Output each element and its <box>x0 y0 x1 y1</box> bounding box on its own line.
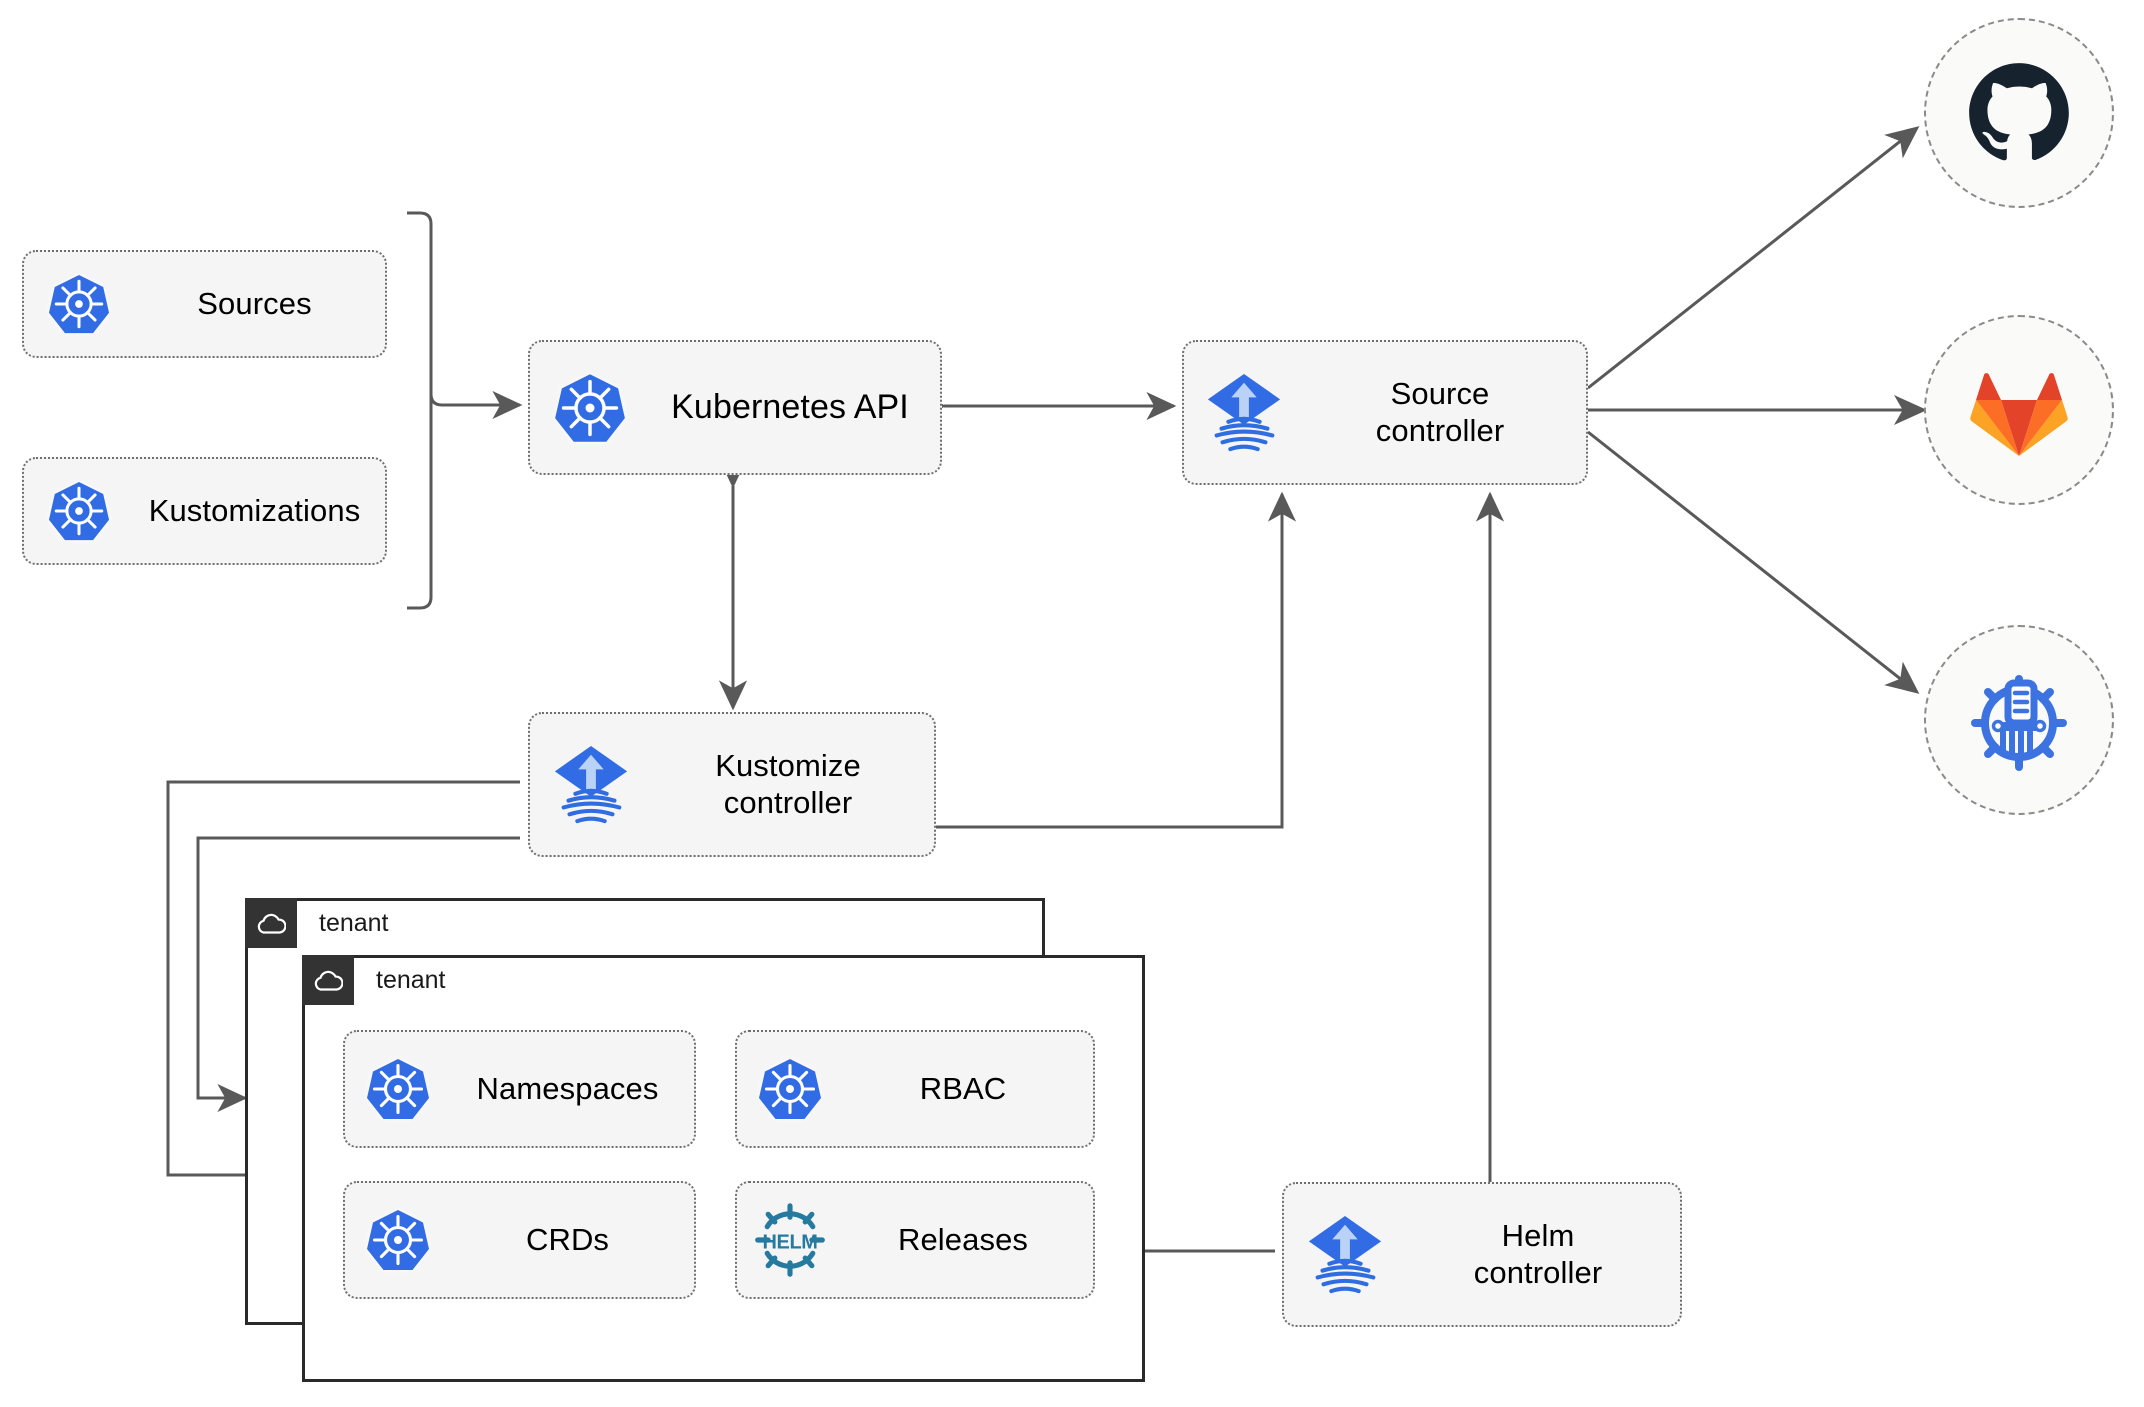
flux-icon <box>1284 1213 1406 1297</box>
node-kustomize-controller[interactable]: Kustomize controller <box>528 712 936 857</box>
node-kustomizations-label: Kustomizations <box>148 492 361 528</box>
line-source-to-helmrepo <box>1587 430 1920 694</box>
kubernetes-icon <box>737 1057 843 1121</box>
node-helm-controller[interactable]: Helm controller <box>1282 1182 1682 1327</box>
svg-text:HELM: HELM <box>763 1232 818 1254</box>
line-source-to-github <box>1587 126 1920 390</box>
external-source-gitlab[interactable] <box>1924 315 2114 505</box>
node-namespaces-label: Namespaces <box>476 1070 659 1106</box>
github-icon <box>1969 63 2069 161</box>
node-namespaces[interactable]: Namespaces <box>343 1030 696 1148</box>
line-kustomize-to-source <box>936 491 1297 829</box>
cloud-icon <box>302 955 354 1005</box>
node-sources[interactable]: Sources <box>22 250 387 358</box>
kubernetes-icon <box>24 273 134 335</box>
flux-icon <box>530 743 652 827</box>
node-source-controller-label: Source controller <box>1375 375 1505 448</box>
node-crds[interactable]: CRDs <box>343 1181 696 1299</box>
node-sources-label: Sources <box>197 285 312 321</box>
tenant-inner-header: tenant <box>302 955 446 1005</box>
helm-repository-icon <box>1971 675 2067 771</box>
kubernetes-icon <box>530 372 650 444</box>
node-source-controller[interactable]: Source controller <box>1182 340 1588 485</box>
flux-icon <box>1184 371 1304 455</box>
external-source-helm-repository[interactable] <box>1924 625 2114 815</box>
node-kubernetes-api-label: Kubernetes API <box>671 388 909 427</box>
tenant-container-inner[interactable]: tenant Namespaces <box>302 955 1145 1382</box>
node-kustomizations[interactable]: Kustomizations <box>22 457 387 565</box>
helm-icon: HELM <box>737 1202 843 1278</box>
node-kubernetes-api[interactable]: Kubernetes API <box>528 340 942 475</box>
node-releases-label: Releases <box>897 1221 1029 1257</box>
node-rbac-label: RBAC <box>919 1070 1007 1106</box>
external-source-github[interactable] <box>1924 18 2114 208</box>
gitlab-icon <box>1970 373 2068 456</box>
node-releases[interactable]: HELM Releases <box>735 1181 1095 1299</box>
kubernetes-icon <box>24 480 134 542</box>
node-helm-controller-label: Helm controller <box>1473 1217 1603 1290</box>
node-kustomize-controller-label: Kustomize controller <box>715 747 861 820</box>
tenant-outer-header: tenant <box>245 898 389 948</box>
cloud-icon <box>245 898 297 948</box>
kubernetes-icon <box>345 1057 451 1121</box>
kubernetes-icon <box>345 1208 451 1272</box>
tenant-outer-label: tenant <box>319 908 389 937</box>
tenant-inner-label: tenant <box>376 965 446 994</box>
node-crds-label: CRDs <box>525 1221 610 1257</box>
node-rbac[interactable]: RBAC <box>735 1030 1095 1148</box>
line-sources-to-api <box>407 211 523 420</box>
